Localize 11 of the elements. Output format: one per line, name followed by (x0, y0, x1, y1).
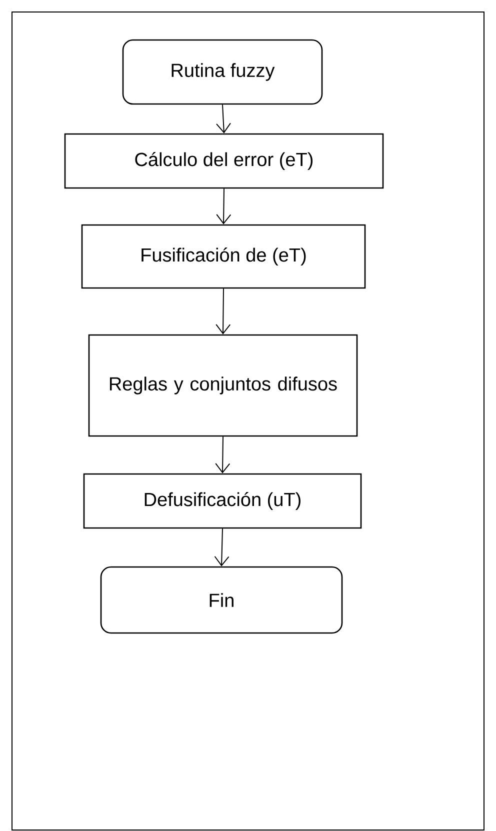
arrow (216, 188, 232, 224)
process-box: Fusificación de (eT) (81, 224, 366, 289)
arrow (216, 104, 231, 134)
process-box: Defusificación (uT) (83, 473, 362, 529)
terminal-box: Fin (100, 566, 343, 634)
arrow (214, 528, 230, 566)
terminal-box: Rutina fuzzy (122, 39, 323, 105)
arrow (215, 436, 230, 474)
process-box: Cálculo del error (eT) (64, 133, 384, 189)
arrow (216, 288, 231, 334)
process-box: Reglas y conjuntos difusos (88, 334, 358, 437)
